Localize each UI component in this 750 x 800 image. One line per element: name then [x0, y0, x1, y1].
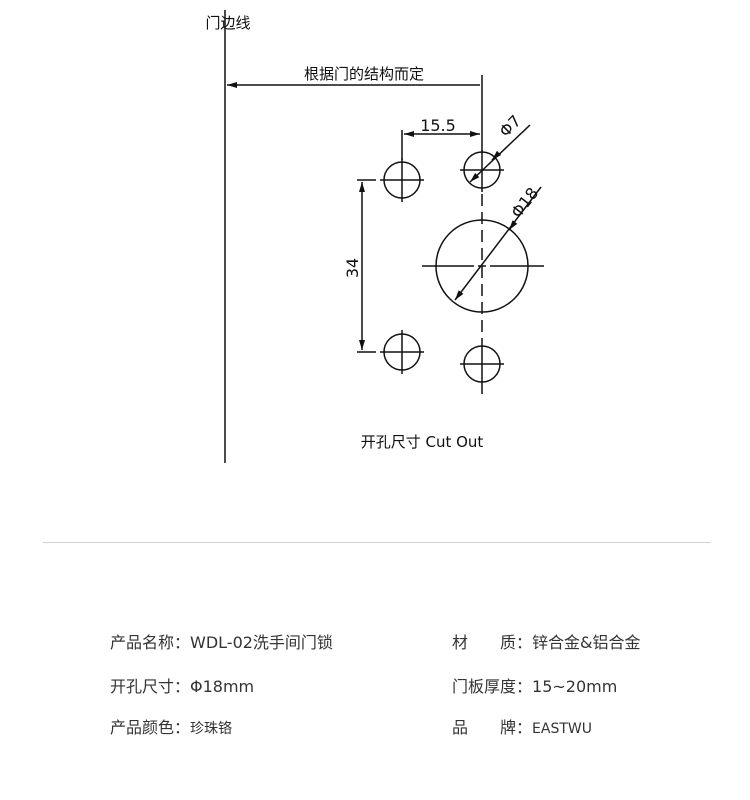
- spec-product-name: 产品名称：WDL-02洗手间门锁: [110, 629, 333, 653]
- spec-label: 品 牌：: [452, 718, 533, 737]
- spec-value: WDL-02洗手间门锁: [190, 633, 333, 652]
- large-hole-leader-arrow: [508, 220, 518, 231]
- hole-bottom-left: [380, 330, 424, 374]
- spec-door-thickness: 门板厚度：15~20mm: [452, 673, 617, 697]
- hole-bottom-right: [460, 342, 504, 394]
- spec-value: 15~20mm: [532, 677, 618, 696]
- spec-label: 开孔尺寸：: [110, 677, 191, 696]
- small-hole-dim-label: Φ7: [495, 111, 525, 141]
- spec-label: 产品名称：: [110, 633, 191, 652]
- structure-label: 根据门的结构而定: [304, 65, 424, 83]
- spec-cutout-size: 开孔尺寸：Φ18mm: [110, 673, 254, 697]
- spec-material: 材 质：锌合金&铝合金: [452, 629, 641, 653]
- large-hole-dim-label: Φ18: [507, 184, 542, 222]
- cutout-diagram: 门边线 根据门的结构而定 15.5 34 Φ7 Φ18 开孔尺寸 Cut Out: [205, 10, 544, 463]
- spec-brand: 品 牌：EASTWU: [452, 714, 592, 738]
- spec-color: 产品颜色：珍珠铬: [110, 714, 232, 738]
- small-hole-leader-arrow: [491, 150, 502, 161]
- spec-value: 锌合金&铝合金: [532, 633, 641, 652]
- horizontal-dim-label: 15.5: [420, 116, 456, 135]
- spec-label: 材 质：: [452, 633, 533, 652]
- vertical-dim-label: 34: [343, 258, 362, 278]
- hole-top-left: [380, 158, 424, 202]
- divider: [43, 542, 711, 543]
- hole-center: [422, 219, 544, 313]
- cutout-caption: 开孔尺寸 Cut Out: [361, 433, 484, 451]
- large-hole-leader: [454, 186, 542, 301]
- door-edge-label: 门边线: [205, 14, 250, 32]
- spec-label: 产品颜色：: [110, 718, 191, 737]
- spec-value: EASTWU: [532, 721, 592, 737]
- spec-label: 门板厚度：: [452, 677, 533, 696]
- spec-value: 珍珠铬: [190, 721, 233, 737]
- spec-value: Φ18mm: [190, 677, 255, 696]
